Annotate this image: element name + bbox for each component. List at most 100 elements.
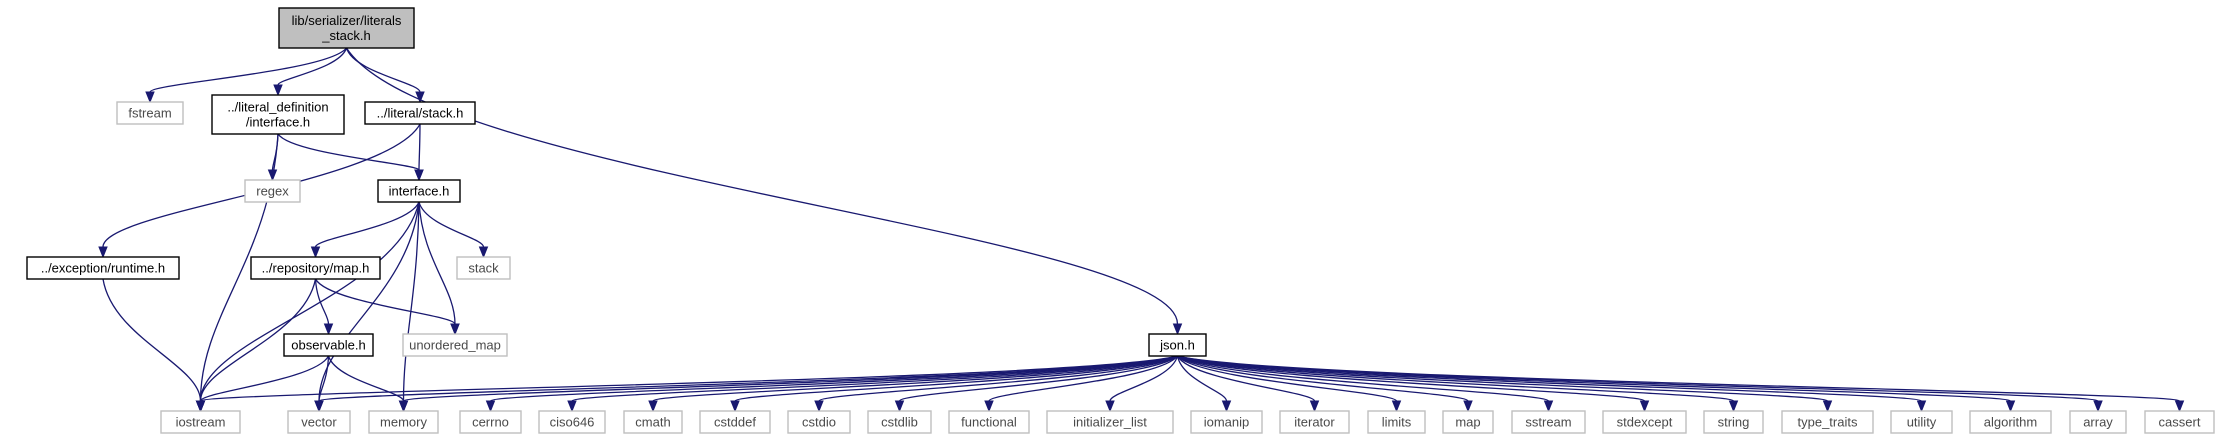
node-vector: vector	[287, 410, 351, 434]
node-label: lib/serializer/literals	[292, 13, 402, 28]
node-memory: memory	[368, 410, 439, 434]
edge-line	[402, 201, 420, 402]
node-label: type_traits	[1798, 415, 1858, 430]
node-label: cassert	[2159, 415, 2201, 430]
node-label: cmath	[635, 415, 670, 430]
edge-litstack-to-interface	[414, 123, 424, 182]
edge-litdef-to-interface	[277, 133, 424, 182]
edge-line	[418, 123, 421, 171]
node-label: ../repository/map.h	[262, 261, 370, 276]
edge-line	[102, 278, 202, 402]
edge-line	[318, 355, 1178, 402]
node-ciso646: ciso646	[538, 410, 606, 434]
edge-json-to-vector	[314, 355, 1178, 413]
arrow-head	[2093, 400, 2103, 413]
node-label: json.h	[1159, 338, 1195, 353]
node-box	[364, 101, 476, 125]
node-utility: utility	[1890, 410, 1953, 434]
edge-interface-to-vector	[314, 201, 420, 413]
edge-interface-to-repomap	[310, 201, 420, 259]
node-label: _stack.h	[321, 28, 370, 43]
arrow-head	[1543, 400, 1554, 413]
edge-line	[818, 355, 1178, 402]
node-label: stdexcept	[1617, 415, 1673, 430]
arrow-head	[1172, 323, 1183, 336]
edge-line	[1177, 355, 2181, 402]
arrow-head	[1728, 400, 1739, 413]
node-interface[interactable]: interface.h	[377, 179, 461, 203]
node-box	[1279, 410, 1350, 434]
edge-line	[1177, 355, 1550, 402]
edge-line	[418, 201, 485, 248]
node-label: ../literal/stack.h	[377, 106, 464, 121]
node-label: array	[2083, 415, 2113, 430]
arrow-head	[323, 323, 334, 336]
edge-json-to-memory	[398, 355, 1178, 413]
arrow-head	[648, 400, 658, 413]
arrow-head	[310, 246, 321, 259]
node-runtime[interactable]: ../exception/runtime.h	[26, 256, 180, 280]
edge-line	[1177, 355, 1398, 402]
node-label: map	[1455, 415, 1480, 430]
node-json[interactable]: json.h	[1148, 333, 1207, 357]
node-litdef[interactable]: ../literal_definition/interface.h	[211, 94, 345, 135]
edge-line	[402, 355, 1178, 402]
edge-json-to-limits	[1177, 355, 1402, 413]
node-cstdlib: cstdlib	[867, 410, 932, 434]
node-box	[538, 410, 606, 434]
node-root[interactable]: lib/serializer/literals_stack.h	[278, 7, 415, 49]
edge-line	[1176, 355, 1316, 402]
node-label: cstddef	[714, 415, 756, 430]
edge-line	[149, 47, 348, 93]
edge-line	[898, 355, 1178, 402]
node-label: ../literal_definition	[227, 100, 328, 115]
node-box	[116, 101, 184, 125]
node-box	[1367, 410, 1426, 434]
arrow-head	[1822, 400, 1833, 413]
edge-json-to-cmath	[648, 355, 1178, 413]
edge-repomap-to-unordered_map	[314, 278, 460, 336]
node-iostream: iostream	[160, 410, 241, 434]
node-litstack[interactable]: ../literal/stack.h	[364, 101, 476, 125]
edge-json-to-cstdio	[814, 355, 1178, 413]
edge-json-to-functional	[984, 355, 1179, 413]
node-string: string	[1703, 410, 1764, 434]
node-cmath: cmath	[623, 410, 683, 434]
node-regex: regex	[244, 179, 301, 203]
arrow-head	[984, 400, 994, 413]
node-box	[2144, 410, 2215, 434]
node-repomap[interactable]: ../repository/map.h	[250, 256, 381, 280]
edge-json-to-cassert	[1177, 355, 2185, 413]
edge-interface-to-stack	[418, 201, 489, 259]
node-box	[1148, 333, 1207, 357]
node-label: initializer_list	[1073, 415, 1147, 430]
node-box	[787, 410, 851, 434]
edge-line	[277, 47, 348, 86]
node-box	[250, 256, 381, 280]
node-stack: stack	[456, 256, 511, 280]
arrow-head	[145, 91, 155, 104]
edge-line	[314, 201, 420, 248]
edge-root-to-litstack	[345, 47, 425, 104]
arrow-head	[2174, 400, 2185, 413]
arrow-head	[1221, 400, 1232, 413]
node-box	[244, 179, 301, 203]
node-observable[interactable]: observable.h	[283, 333, 374, 357]
arrow-head	[273, 84, 283, 97]
node-box	[1046, 410, 1174, 434]
node-iterator: iterator	[1279, 410, 1350, 434]
node-label: fstream	[128, 106, 171, 121]
arrow-head	[1309, 400, 1320, 413]
node-box	[1442, 410, 1494, 434]
edge-line	[1177, 355, 1646, 402]
node-box	[283, 333, 374, 357]
edge-json-to-iterator	[1176, 355, 1320, 413]
node-iomanip: iomanip	[1190, 410, 1263, 434]
edge-root-to-json	[345, 47, 1183, 336]
node-fstream: fstream	[116, 101, 184, 125]
edge-json-to-string	[1177, 355, 1739, 413]
node-label: stack	[468, 261, 499, 276]
edge-json-to-stdexcept	[1177, 355, 1650, 413]
node-label: unordered_map	[409, 338, 501, 353]
